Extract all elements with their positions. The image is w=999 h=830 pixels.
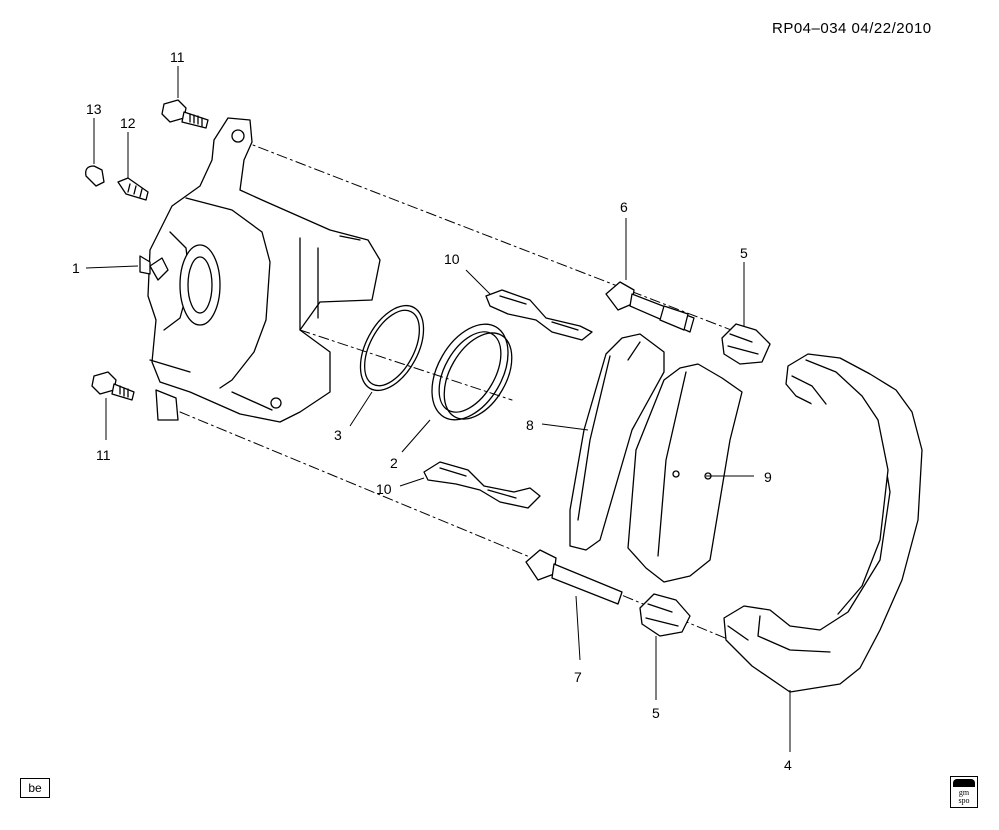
callout-8: 8 — [526, 417, 534, 433]
callout-11-top: 11 — [170, 49, 185, 65]
cap-13 — [85, 165, 105, 187]
callout-5-top: 5 — [740, 245, 748, 261]
pin-boot-5-top — [721, 323, 771, 365]
view-badge: be — [20, 778, 50, 798]
pad-clip-10-bottom — [423, 461, 541, 509]
bolt-11-top — [161, 99, 209, 129]
leader-lines — [85, 66, 791, 752]
bleeder-valve-12 — [117, 177, 149, 201]
callout-10-top: 10 — [444, 251, 460, 267]
callout-10-bottom: 10 — [376, 481, 392, 497]
guide-pin-6 — [605, 281, 695, 333]
pad-clip-10-top — [485, 289, 593, 341]
caliper-body — [139, 117, 381, 423]
logo-line-2: spo — [958, 796, 970, 805]
caliper-bracket-4 — [723, 353, 923, 693]
guide-pin-7 — [525, 549, 623, 605]
diagram-reference: RP04–034 04/22/2010 — [772, 20, 932, 37]
brake-pad-9 — [627, 363, 743, 583]
callout-5-bottom: 5 — [652, 705, 660, 721]
callout-labels: 11 13 12 1 11 3 2 10 10 6 5 8 9 7 5 4 — [72, 49, 792, 773]
callout-12: 12 — [120, 115, 136, 131]
callout-2: 2 — [390, 455, 398, 471]
brake-pad-8 — [569, 333, 665, 551]
callout-7: 7 — [574, 669, 582, 685]
callout-11-bottom: 11 — [96, 447, 111, 463]
callout-4: 4 — [784, 757, 792, 773]
callout-13: 13 — [86, 101, 102, 117]
piston-seal-3 — [359, 304, 425, 392]
callout-9: 9 — [764, 469, 772, 485]
logo-line-1: gm — [958, 788, 970, 797]
pin-boot-5-bottom — [639, 593, 691, 637]
callout-6: 6 — [620, 199, 628, 215]
piston-boot-2 — [431, 323, 513, 421]
bolt-11-bottom — [91, 371, 135, 401]
alignment-lines — [179, 139, 771, 641]
callout-3: 3 — [334, 427, 342, 443]
gm-spo-logo: gm spo — [950, 776, 978, 808]
callout-1: 1 — [72, 260, 80, 276]
